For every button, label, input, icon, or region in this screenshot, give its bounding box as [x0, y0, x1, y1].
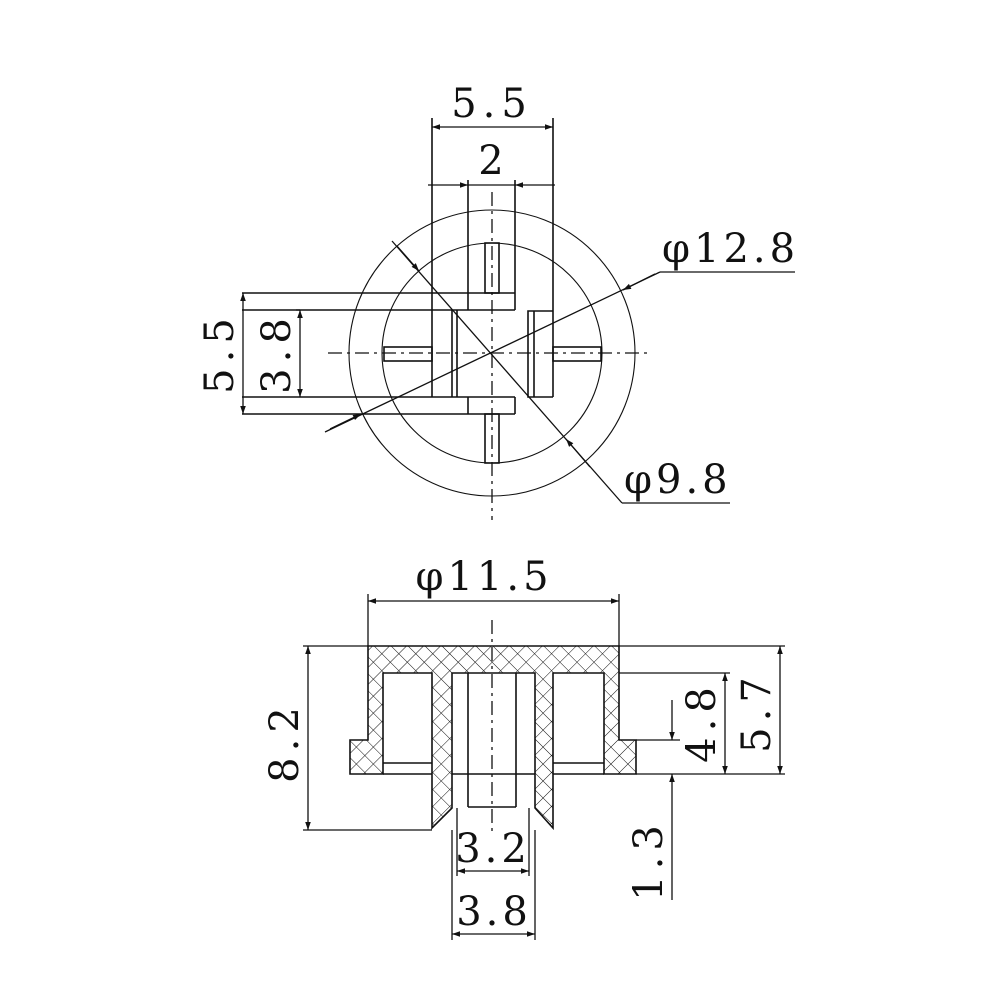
arrow-dia-inner-b — [565, 438, 591, 468]
section-view: φ11.5 8.2 5.7 4.8 1.3 3.2 3.8 — [262, 554, 785, 940]
dim-dia-outer: φ12.8 — [662, 226, 799, 272]
dim-dia-inner: φ9.8 — [624, 457, 732, 503]
leader-dia-outer — [324, 271, 661, 433]
dim-inner-depth: 4.8 — [679, 681, 725, 763]
cross-rib — [242, 118, 602, 464]
dim-height-inner: 3.8 — [254, 312, 300, 394]
cap-section-hatch — [349, 645, 637, 831]
arrow-dia-outer-b — [622, 273, 656, 291]
dim-total-height: 8.2 — [262, 701, 308, 783]
dim-stem-outer: 3.8 — [456, 889, 532, 935]
section-outlines — [383, 673, 604, 808]
top-view: 5.5 2 5.5 3.8 φ12.8 φ9.8 — [197, 81, 799, 520]
dim-stem-inner: 3.2 — [455, 826, 531, 872]
arrow-dia-inner-a — [396, 245, 420, 272]
dim-width-outer: 5.5 — [451, 81, 533, 127]
dim-height-outer: 5.5 — [197, 312, 243, 394]
dim-step: 1.3 — [626, 819, 672, 901]
dim-width-inner: 2 — [478, 138, 503, 184]
arrow-dia-outer-a — [329, 413, 362, 430]
dim-flange-height: 5.7 — [734, 671, 780, 753]
dim-cap-dia: φ11.5 — [415, 554, 552, 600]
